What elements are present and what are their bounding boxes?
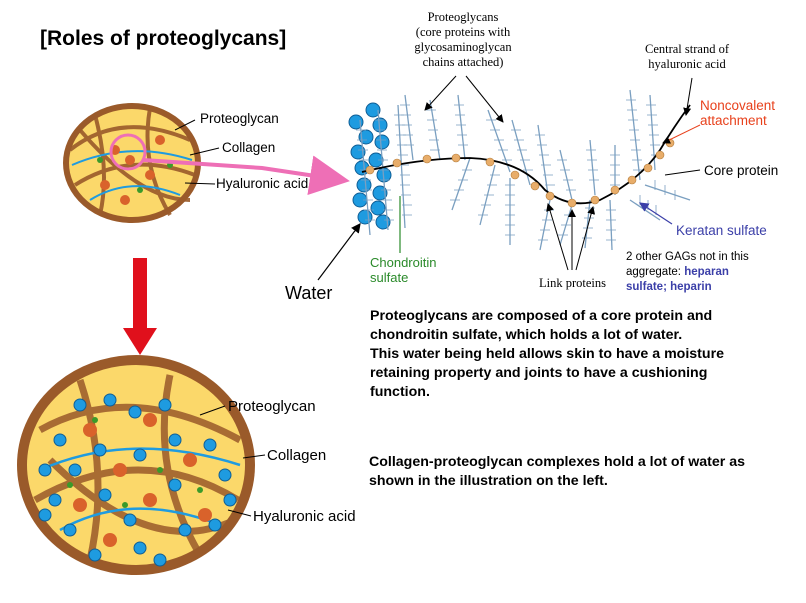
chondroitin-sulfate-label: Chondroitin sulfate — [370, 255, 437, 285]
other-gags-label: 2 other GAGs not in this aggregate: hepa… — [626, 251, 749, 293]
core-protein-label: Core protein — [704, 163, 779, 178]
description-paragraph-2: Collagen-proteoglycan complexes hold a l… — [369, 454, 746, 489]
description-paragraph-1: Proteoglycans are composed of a core pro… — [370, 308, 724, 400]
pink-arrow — [142, 155, 350, 196]
large-tissue-diagram — [17, 355, 266, 575]
central-strand-label: Central strand of hyaluronic acid — [644, 42, 729, 71]
water-label: Water — [285, 283, 333, 303]
link-proteins-label: Link proteins — [538, 276, 606, 290]
large-proteoglycan-label: Proteoglycan — [228, 398, 316, 415]
noncovalent-attachment-label: Noncovalent attachment — [700, 98, 776, 128]
small-tissue-diagram — [63, 103, 220, 223]
large-collagen-label: Collagen — [267, 447, 327, 464]
small-collagen-label: Collagen — [222, 140, 276, 155]
proteoglycan-aggregate-diagram — [317, 75, 701, 281]
red-down-arrow — [123, 258, 157, 355]
proteoglycans-label: Proteoglycans (core proteins with glycos… — [414, 10, 512, 69]
keratan-sulfate-label: Keratan sulfate — [676, 223, 767, 238]
page-title: [Roles of proteoglycans] — [40, 27, 287, 50]
small-proteoglycan-label: Proteoglycan — [200, 111, 279, 126]
small-hyaluronic-acid-label: Hyaluronic acid — [216, 176, 309, 191]
large-hyaluronic-acid-label: Hyaluronic acid — [253, 508, 356, 525]
